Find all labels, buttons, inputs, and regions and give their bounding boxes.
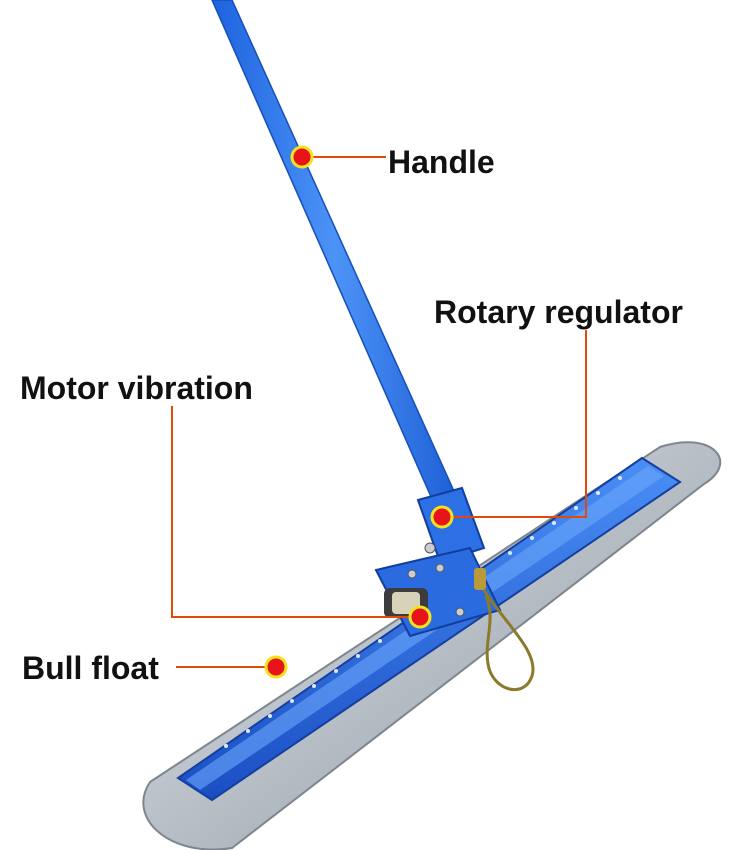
cable-loop bbox=[476, 579, 535, 692]
rotary-regulator-bracket bbox=[416, 486, 486, 564]
leader-lines bbox=[171, 156, 587, 668]
label-handle: Handle bbox=[388, 144, 495, 180]
markers bbox=[264, 145, 454, 679]
marker-motor bbox=[408, 605, 432, 629]
marker-handle bbox=[290, 145, 314, 169]
marker-rotary bbox=[430, 505, 454, 529]
label-motor-vibration: Motor vibration bbox=[20, 370, 253, 406]
label-rotary-regulator: Rotary regulator bbox=[434, 294, 683, 330]
handle-pole bbox=[211, 0, 460, 509]
leader-rotary bbox=[442, 330, 587, 518]
leader-motor bbox=[171, 406, 420, 618]
label-bull-float: Bull float bbox=[22, 650, 159, 686]
cable-connector bbox=[474, 568, 486, 590]
marker-bull bbox=[264, 655, 288, 679]
channel-rivets bbox=[224, 476, 622, 748]
